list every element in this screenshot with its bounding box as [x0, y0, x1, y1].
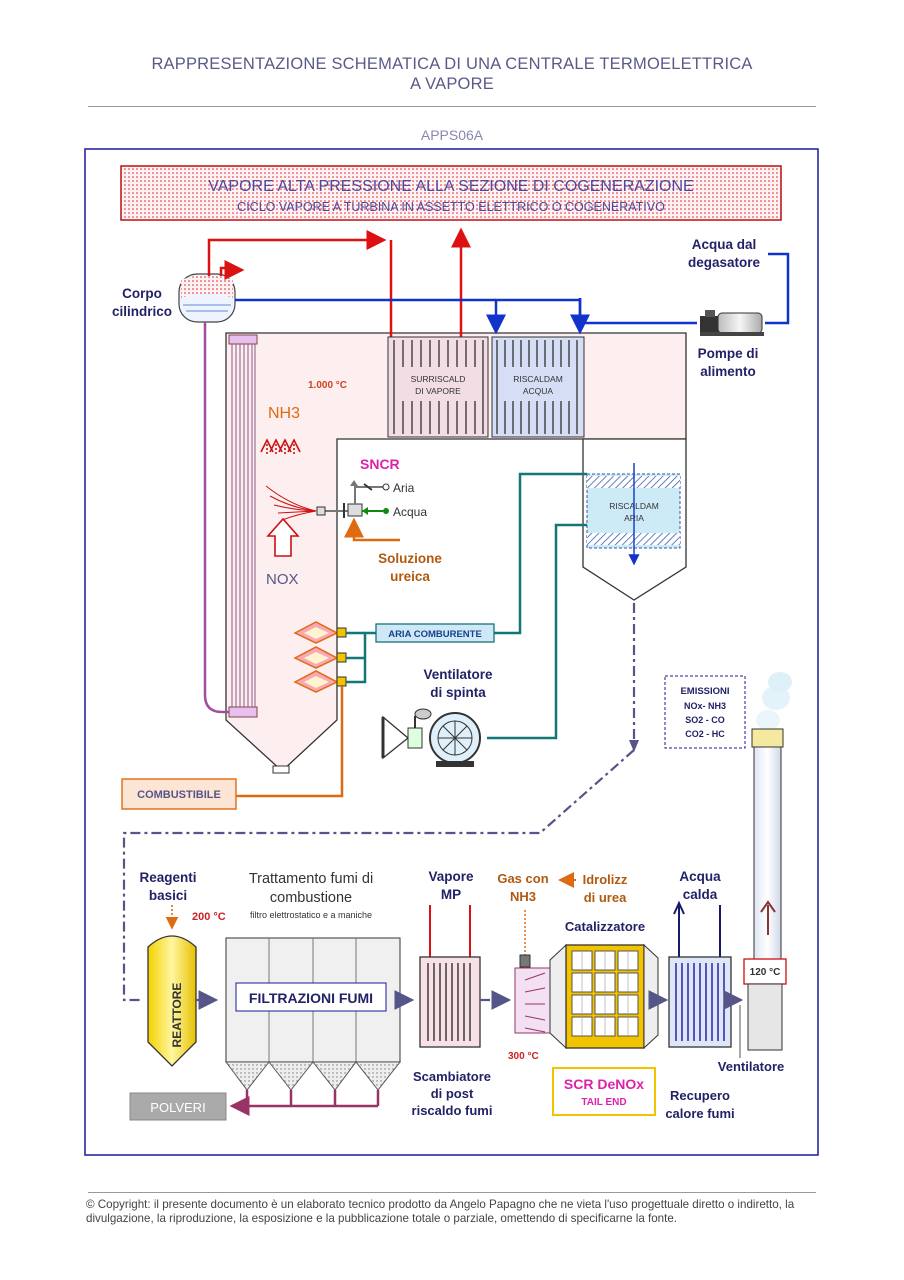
- economizer-bank: [491, 336, 585, 438]
- scr-temperature: 300 °C: [508, 1051, 539, 1062]
- sncr-water-label: Acqua: [393, 505, 427, 519]
- scr-label-1: SCR DeNOx: [564, 1076, 644, 1092]
- filters-label: FILTRAZIONI FUMI: [249, 990, 373, 1006]
- page-title-line2: A VAPORE: [410, 75, 494, 93]
- feed-pump-icon: [700, 310, 764, 336]
- downcomer-pipe: [203, 322, 229, 714]
- induced-fan-label: Ventilatore: [718, 1059, 784, 1074]
- treatment-title-2: combustione: [270, 890, 352, 906]
- recovery-label-1: Recupero: [670, 1088, 730, 1103]
- nh3-label: NH3: [268, 405, 300, 422]
- furnace-temperature: 1.000 °C: [308, 380, 347, 391]
- post-heat-exchanger: [419, 905, 481, 1048]
- cogeneration-banner: VAPORE ALTA PRESSIONE ALLA SEZIONE DI CO…: [120, 165, 782, 221]
- urea-solution-label-2: ureica: [390, 569, 430, 584]
- fuel-pipe: [236, 686, 344, 798]
- banner-line1: VAPORE ALTA PRESSIONE ALLA SEZIONE DI CO…: [208, 178, 693, 195]
- catalyst-label: Catalizzatore: [565, 919, 645, 934]
- dust-discharge-pipes: [229, 1090, 380, 1116]
- emissions-box: [664, 675, 746, 749]
- scr-catalyst-reactor: [549, 943, 659, 1050]
- water-wall-tubes: [228, 334, 258, 718]
- urea-hydrolysis-label-1: Idrolizz: [583, 872, 628, 887]
- document-code: APPS06A: [420, 127, 484, 143]
- scr-label-box: [552, 1067, 656, 1116]
- boiler-ash-outlet: [272, 765, 290, 774]
- fan-label-1: Ventilatore: [423, 667, 493, 682]
- treatment-title-1: Trattamento fumi di: [249, 871, 373, 887]
- urea-hydrolysis-label-2: di urea: [584, 890, 627, 905]
- footer-divider: [88, 1192, 816, 1193]
- reagents-label-1: Reagenti: [139, 870, 196, 885]
- gas-nh3-label-1: Gas con: [497, 871, 548, 886]
- chimney-stack: [743, 672, 792, 1051]
- nh3-arrows-icon: [260, 438, 301, 456]
- urea-solution-label-1: Soluzione: [378, 551, 442, 566]
- flue-gas-route: [122, 603, 636, 1002]
- steam-pipes: [207, 227, 471, 338]
- burner-flames: [293, 621, 347, 693]
- dust-label: POLVERI: [150, 1100, 205, 1115]
- sncr-title: SNCR: [360, 456, 400, 472]
- pumps-label-2: alimento: [700, 364, 756, 379]
- emissions-line1: NOx- NH3: [684, 701, 726, 711]
- sncr-air-label: Aria: [393, 481, 415, 495]
- flue-gas-arrow-down: [629, 740, 639, 752]
- stack-temperature: 120 °C: [750, 967, 781, 978]
- treatment-subtitle: filtro elettrostatico e a maniche: [250, 910, 372, 920]
- economizer-label-1: RISCALDAM: [513, 374, 563, 384]
- scr-label-2: TAIL END: [581, 1097, 626, 1108]
- emissions-line3: CO2 - HC: [685, 729, 725, 739]
- combustion-air-pipes: [346, 472, 587, 740]
- fan-label-2: di spinta: [430, 685, 486, 700]
- urea-solution-pipe: [344, 517, 400, 542]
- header-divider: [88, 106, 816, 107]
- sncr-injector: [316, 480, 390, 518]
- water-from-label-2: degasatore: [688, 255, 761, 270]
- water-from-label-1: Acqua dal: [692, 237, 757, 252]
- recovery-label-2: calore fumi: [665, 1106, 734, 1121]
- copyright-notice: © Copyright: il presente documento è un …: [86, 1198, 795, 1225]
- hot-water-label-2: calda: [683, 887, 718, 902]
- forced-draft-fan-icon: [381, 708, 481, 767]
- sncr-spray-icon: [265, 485, 317, 521]
- exchanger-label-3: riscaldo fumi: [412, 1103, 493, 1118]
- drum-label-2: cilindrico: [112, 304, 172, 319]
- superheater-bank: [387, 336, 489, 438]
- superheater-label-1: SURRISCALD: [411, 374, 466, 384]
- feed-water-pipes: [235, 252, 790, 335]
- banner-line2: CICLO VAPORE A TURBINA IN ASSETTO ELETTR…: [237, 200, 665, 214]
- mp-steam-label-2: MP: [441, 887, 461, 902]
- heat-recovery-unit: [668, 900, 732, 1048]
- combustion-air-label: ARIA COMBURENTE: [388, 629, 482, 640]
- nox-up-arrow-icon: [266, 517, 300, 557]
- steam-drum: [178, 273, 236, 323]
- exchanger-label-1: Scambiatore: [413, 1069, 491, 1084]
- reactor-vessel: [147, 935, 197, 1067]
- reactor-label: REATTORE: [170, 983, 184, 1048]
- reagents-label-2: basici: [149, 888, 187, 903]
- reactor-temperature: 200 °C: [192, 911, 226, 923]
- diagram-frame: [84, 148, 819, 1156]
- page-title: RAPPRESENTAZIONE SCHEMATICA DI UNA CENTR…: [0, 54, 904, 94]
- dust-box: [129, 1092, 227, 1121]
- drum-label-1: Corpo: [122, 286, 162, 301]
- fuel-label: COMBUSTIBILE: [137, 789, 221, 801]
- emissions-title: EMISSIONI: [680, 686, 729, 697]
- filter-unit: [225, 937, 402, 1091]
- ammonia-injection-grid: [514, 910, 551, 1034]
- combustion-air-duct: [375, 623, 495, 643]
- nox-label: NOX: [266, 571, 299, 588]
- page-title-line1: RAPPRESENTAZIONE SCHEMATICA DI UNA CENTR…: [151, 55, 753, 73]
- superheater-label-2: DI VAPORE: [415, 386, 461, 396]
- gas-nh3-label-2: NH3: [510, 889, 536, 904]
- exchanger-label-2: di post: [431, 1086, 474, 1101]
- hot-water-label-1: Acqua: [679, 869, 721, 884]
- mp-steam-label-1: Vapore: [428, 869, 474, 884]
- fuel-box: [121, 778, 237, 810]
- emissions-line2: SO2 - CO: [685, 715, 725, 725]
- pumps-label-1: Pompe di: [698, 346, 759, 361]
- economizer-label-2: ACQUA: [523, 386, 554, 396]
